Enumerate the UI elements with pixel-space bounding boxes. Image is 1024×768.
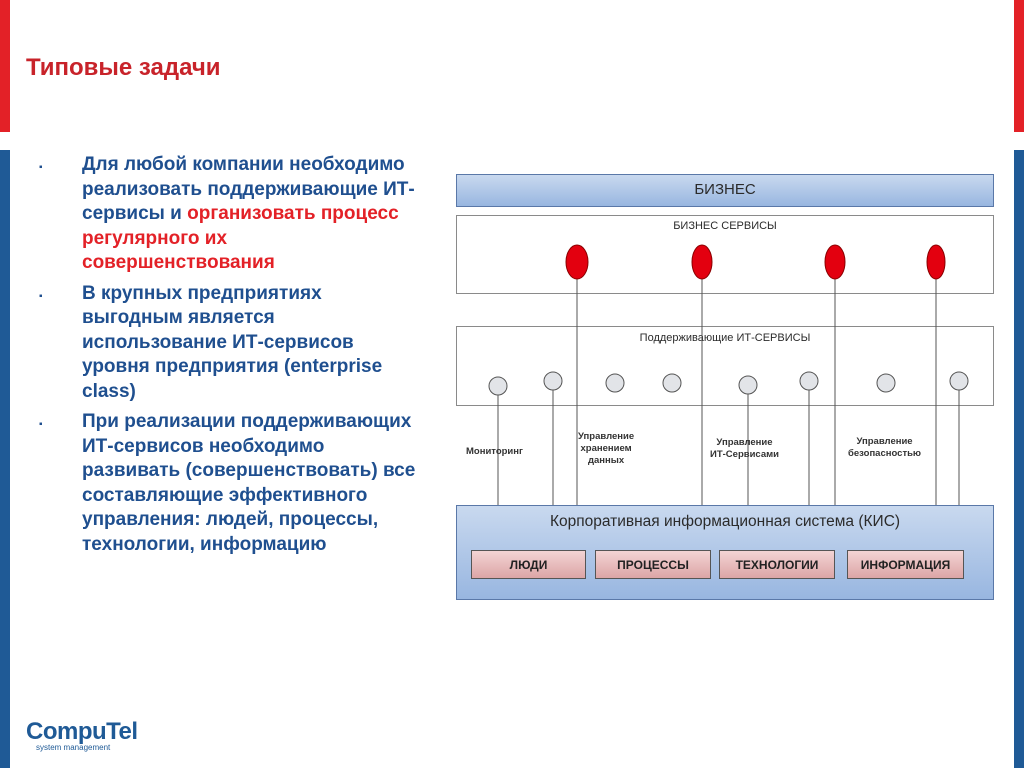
component-information: ИНФОРМАЦИЯ <box>847 550 964 579</box>
service-label-security: Управление безопасностью <box>848 436 922 459</box>
service-label-storage: Управление хранением данных <box>578 431 635 466</box>
service-node-icon <box>488 376 508 396</box>
bullet-list: ▪ Для любой компании необходимо реализова… <box>36 153 416 563</box>
component-people: ЛЮДИ <box>471 550 586 579</box>
bullet-dot-icon: ▪ <box>39 162 43 173</box>
service-node-icon <box>799 371 819 391</box>
connector-lines <box>488 244 969 505</box>
left-red-bar <box>0 0 10 132</box>
service-node-icon <box>662 373 682 393</box>
left-blue-bar <box>0 150 10 768</box>
it-services-label: Поддерживающие ИТ-СЕРВИСЫ <box>639 332 811 344</box>
bullet-1-text: Для любой компании необходимо реализоват… <box>82 154 415 224</box>
business-service-node-icon <box>926 244 946 280</box>
logo-tagline: system management <box>36 743 111 752</box>
slide-title: Типовые задачи <box>26 54 221 81</box>
service-label-it-services: Управление ИТ-Сервисами <box>710 437 779 460</box>
service-node-icon <box>605 373 625 393</box>
bullet-3-text: При реализации поддерживающих ИТ-сервисо… <box>82 411 416 555</box>
kis-label: Корпоративная информационная система (КИ… <box>549 513 901 530</box>
bullet-dot-icon: ▪ <box>39 419 43 430</box>
right-red-bar <box>1014 0 1024 132</box>
service-node-icon <box>738 375 758 395</box>
component-processes: ПРОЦЕССЫ <box>595 550 711 579</box>
bullet-2-text: В крупных предприятиях выгодным является… <box>82 282 383 402</box>
service-node-icon <box>543 371 563 391</box>
business-label: БИЗНЕС <box>694 181 756 198</box>
computel-logo: CompuTel system management <box>26 718 138 752</box>
business-services-label: БИЗНЕС СЕРВИСЫ <box>673 220 777 232</box>
business-band: БИЗНЕС <box>456 174 994 207</box>
logo-name: CompuTel <box>26 718 138 745</box>
business-services-band: БИЗНЕС СЕРВИСЫ <box>456 215 994 294</box>
bullet-2: ▪ В крупных предприятиях выгодным являетс… <box>36 282 416 405</box>
business-service-node-icon <box>691 244 713 280</box>
component-technologies: ТЕХНОЛОГИИ <box>719 550 835 579</box>
right-blue-bar <box>1014 150 1024 768</box>
service-node-icon <box>876 373 896 393</box>
bullet-1: ▪ Для любой компании необходимо реализова… <box>36 153 416 276</box>
bullet-dot-icon: ▪ <box>39 290 43 302</box>
business-service-node-icon <box>824 244 846 280</box>
service-label-monitoring: Мониторинг <box>466 446 523 457</box>
service-node-icon <box>949 371 969 391</box>
bullet-3: ▪ При реализации поддерживающих ИТ-сервис… <box>36 410 416 557</box>
it-services-band: Поддерживающие ИТ-СЕРВИСЫ <box>456 326 994 406</box>
business-service-node-icon <box>565 244 589 280</box>
it-services-diagram: БИЗНЕС БИЗНЕС СЕРВИСЫ Поддерживающие ИТ-… <box>456 174 994 600</box>
bullet-1-accent: организовать процесс регулярного их сове… <box>82 203 399 273</box>
